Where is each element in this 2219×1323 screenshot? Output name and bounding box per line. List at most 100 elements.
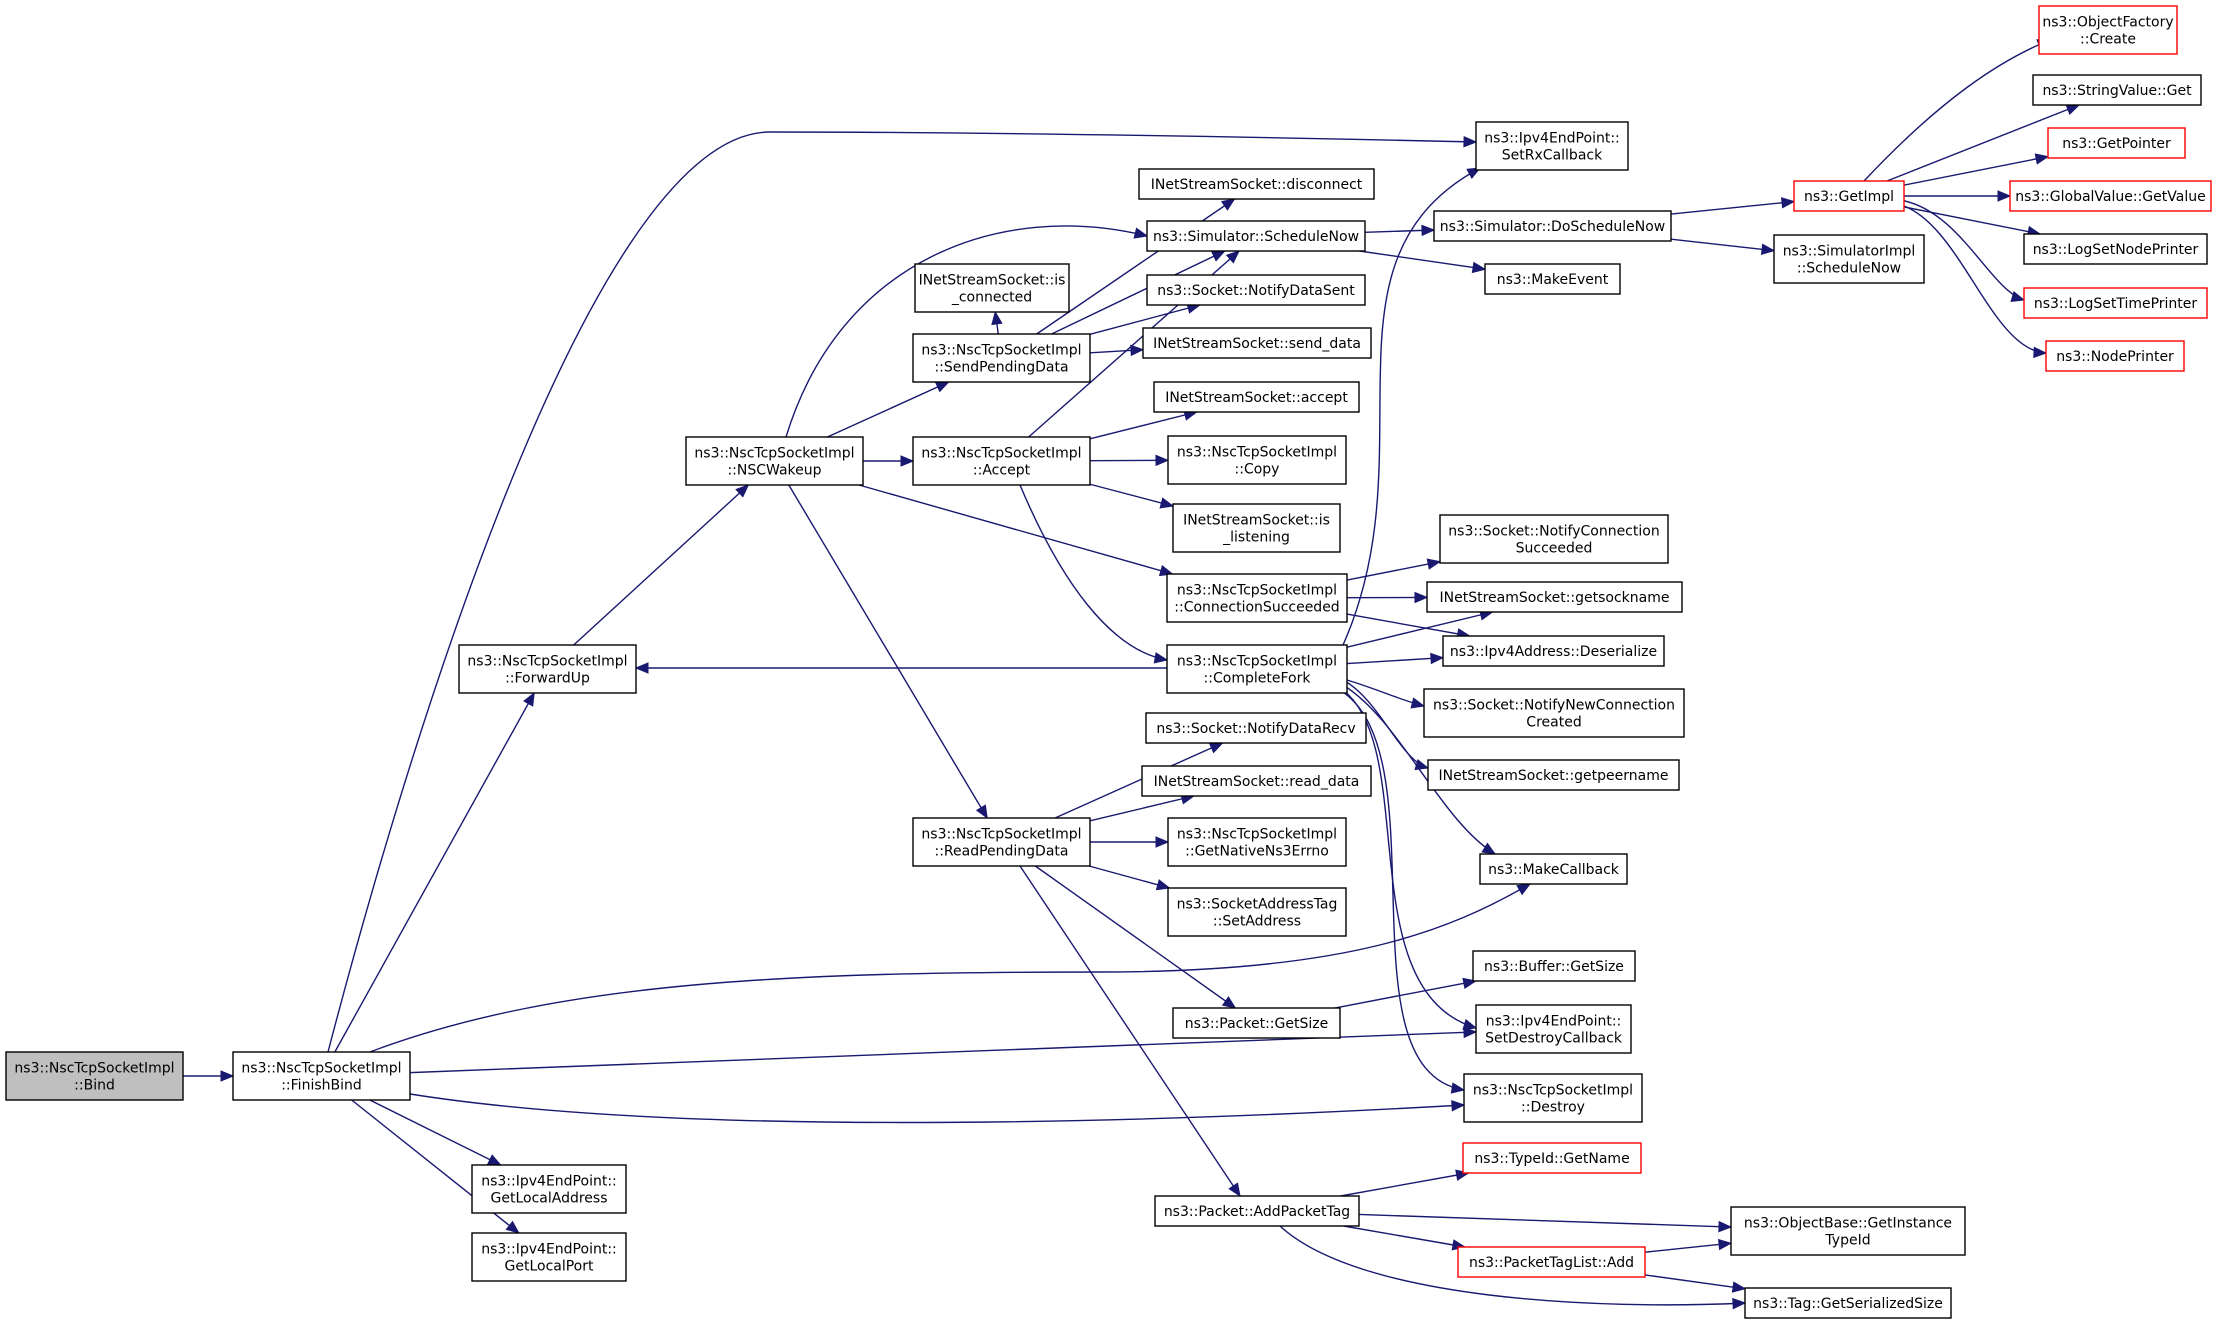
node-box <box>1153 381 1360 413</box>
node-box <box>1433 210 1672 242</box>
node-label: ::GetNativeNs3Errno <box>1185 844 1329 860</box>
node-logsetnodeprinter[interactable]: ns3::LogSetNodePrinter <box>2023 233 2208 265</box>
node-box <box>1744 1287 1952 1319</box>
node-destroy[interactable]: ns3::NscTcpSocketImpl::Destroy <box>1463 1073 1643 1123</box>
node-label: _listening <box>1222 530 1290 546</box>
node-doschedulenow[interactable]: ns3::Simulator::DoScheduleNow <box>1433 210 1672 242</box>
node-label: ns3::Ipv4Address::Deserialize <box>1450 644 1657 660</box>
node-makecallback[interactable]: ns3::MakeCallback <box>1479 853 1628 885</box>
node-bind[interactable]: ns3::NscTcpSocketImpl::Bind <box>5 1051 184 1101</box>
node-box <box>912 817 1091 867</box>
node-globalvalue_getvalue[interactable]: ns3::GlobalValue::GetValue <box>2009 180 2212 212</box>
node-readpendingdata[interactable]: ns3::NscTcpSocketImpl::ReadPendingData <box>912 817 1091 867</box>
node-connsucceeded[interactable]: ns3::NscTcpSocketImpl::ConnectionSucceed… <box>1166 573 1348 623</box>
arrowhead <box>2034 153 2050 165</box>
node-deserialize[interactable]: ns3::Ipv4Address::Deserialize <box>1442 635 1665 667</box>
node-box <box>1442 635 1665 667</box>
node-accept_ns[interactable]: INetStreamSocket::accept <box>1153 381 1360 413</box>
arrowhead <box>1463 1026 1478 1039</box>
arrowhead <box>1228 1182 1241 1198</box>
node-simimpl_schedulenow[interactable]: ns3::SimulatorImpl::ScheduleNow <box>1773 234 1925 284</box>
node-getpointer[interactable]: ns3::GetPointer <box>2047 127 2186 159</box>
arrowhead <box>1731 1281 1747 1293</box>
edge-completefork-to-makecallback <box>1342 684 1496 855</box>
arrowhead <box>1421 224 1436 237</box>
node-accept_impl[interactable]: ns3::NscTcpSocketImpl::Accept <box>912 436 1091 486</box>
edges-layer <box>183 39 2081 1310</box>
node-makeevent[interactable]: ns3::MakeEvent <box>1484 263 1621 295</box>
arrowhead <box>1133 227 1149 239</box>
node-box <box>912 333 1091 383</box>
node-disconnect[interactable]: INetStreamSocket::disconnect <box>1138 168 1375 200</box>
node-box <box>1138 168 1375 200</box>
edge-nscwakeup-to-schedulenow <box>785 225 1148 438</box>
node-read_data[interactable]: INetStreamSocket::read_data <box>1141 765 1372 797</box>
node-box <box>1146 220 1366 252</box>
node-label: ns3::Ipv4EndPoint:: <box>481 1174 617 1190</box>
node-buffer_getsize[interactable]: ns3::Buffer::GetSize <box>1472 950 1636 982</box>
edge-getimpl-to-stringvalue_get <box>1886 104 2080 182</box>
node-label: ::ForwardUp <box>505 671 590 687</box>
node-label: ns3::ObjectBase::GetInstance <box>1744 1216 1952 1232</box>
node-nscwakeup[interactable]: ns3::NscTcpSocketImpl::NSCWakeup <box>685 436 864 486</box>
arrowhead <box>220 1070 235 1082</box>
node-addpackettag[interactable]: ns3::Packet::AddPacketTag <box>1154 1195 1360 1227</box>
node-label: ::SendPendingData <box>934 360 1068 376</box>
node-getsockname[interactable]: INetStreamSocket::getsockname <box>1426 581 1683 613</box>
node-notifydatasent[interactable]: ns3::Socket::NotifyDataSent <box>1146 274 1366 306</box>
edge-doschedulenow-to-getimpl <box>1670 200 1795 215</box>
edge-sendpendingdata-to-notifydatasent <box>1089 304 1201 336</box>
node-getimpl[interactable]: ns3::GetImpl <box>1793 180 1905 212</box>
node-setaddress[interactable]: ns3::SocketAddressTag::SetAddress <box>1167 887 1347 937</box>
node-label: ns3::NscTcpSocketImpl <box>1177 583 1337 599</box>
node-label: ns3::NscTcpSocketImpl <box>921 446 1081 462</box>
node-packettaglist_add[interactable]: ns3::PacketTagList::Add <box>1457 1246 1646 1278</box>
node-label: ns3::NscTcpSocketImpl <box>1177 827 1337 843</box>
node-getserializedsize[interactable]: ns3::Tag::GetSerializedSize <box>1744 1287 1952 1319</box>
node-setdestroycallback[interactable]: ns3::Ipv4EndPoint::SetDestroyCallback <box>1475 1004 1632 1054</box>
arrowhead <box>1717 1238 1733 1251</box>
node-typeid_getname[interactable]: ns3::TypeId::GetName <box>1462 1142 1642 1174</box>
node-label: _connected <box>951 290 1032 306</box>
arrowhead <box>2033 346 2048 359</box>
edge-packet_getsize-to-buffer_getsize <box>1334 980 1476 1009</box>
node-objectfactory_create[interactable]: ns3::ObjectFactory::Create <box>2038 5 2178 55</box>
node-box <box>1462 1142 1642 1174</box>
node-box <box>232 1051 411 1101</box>
node-packet_getsize[interactable]: ns3::Packet::GetSize <box>1172 1007 1341 1039</box>
node-logsettimeprinter[interactable]: ns3::LogSetTimePrinter <box>2023 287 2208 319</box>
node-copy[interactable]: ns3::NscTcpSocketImpl::Copy <box>1167 435 1347 485</box>
node-getpeername[interactable]: INetStreamSocket::getpeername <box>1427 759 1680 791</box>
node-send_data[interactable]: INetStreamSocket::send_data <box>1142 327 1372 359</box>
node-completefork[interactable]: ns3::NscTcpSocketImpl::CompleteFork <box>1166 644 1348 694</box>
node-getnativens3errno[interactable]: ns3::NscTcpSocketImpl::GetNativeNs3Errno <box>1167 817 1347 867</box>
node-nodeprinter[interactable]: ns3::NodePrinter <box>2045 340 2185 372</box>
node-box <box>1172 503 1341 553</box>
node-box <box>2023 287 2208 319</box>
node-getlocalport[interactable]: ns3::Ipv4EndPoint::GetLocalPort <box>471 1232 627 1282</box>
edge-connsucceeded-to-notifyconnsucceeded <box>1346 560 1441 581</box>
node-schedulenow[interactable]: ns3::Simulator::ScheduleNow <box>1146 220 1366 252</box>
nodes-layer: ns3::NscTcpSocketImpl::Bind ns3::NscTcpSo… <box>5 5 2212 1319</box>
node-is_listening[interactable]: INetStreamSocket::is_listening <box>1172 503 1341 553</box>
node-setrxcallback[interactable]: ns3::Ipv4EndPoint::SetRxCallback <box>1475 121 1629 171</box>
node-finishbind[interactable]: ns3::NscTcpSocketImpl::FinishBind <box>232 1051 411 1101</box>
node-is_connected[interactable]: INetStreamSocket::is_connected <box>914 263 1070 313</box>
edge-schedulenow-to-makeevent <box>1359 250 1486 270</box>
node-notifydatarecv[interactable]: ns3::Socket::NotifyDataRecv <box>1145 712 1367 744</box>
arrowhead <box>523 691 535 707</box>
edge-accept_impl-to-accept_ns <box>1089 411 1197 440</box>
node-sendpendingdata[interactable]: ns3::NscTcpSocketImpl::SendPendingData <box>912 333 1091 383</box>
node-getlocaladdress[interactable]: ns3::Ipv4EndPoint::GetLocalAddress <box>471 1164 627 1214</box>
node-forwardup[interactable]: ns3::NscTcpSocketImpl::ForwardUp <box>458 644 637 694</box>
node-stringvalue_get[interactable]: ns3::StringValue::Get <box>2032 74 2202 106</box>
arrowhead <box>1210 250 1226 262</box>
node-label: ns3::NscTcpSocketImpl <box>694 446 854 462</box>
node-box <box>1167 887 1347 937</box>
node-box <box>1773 234 1925 284</box>
node-label: ::Copy <box>1235 462 1280 478</box>
